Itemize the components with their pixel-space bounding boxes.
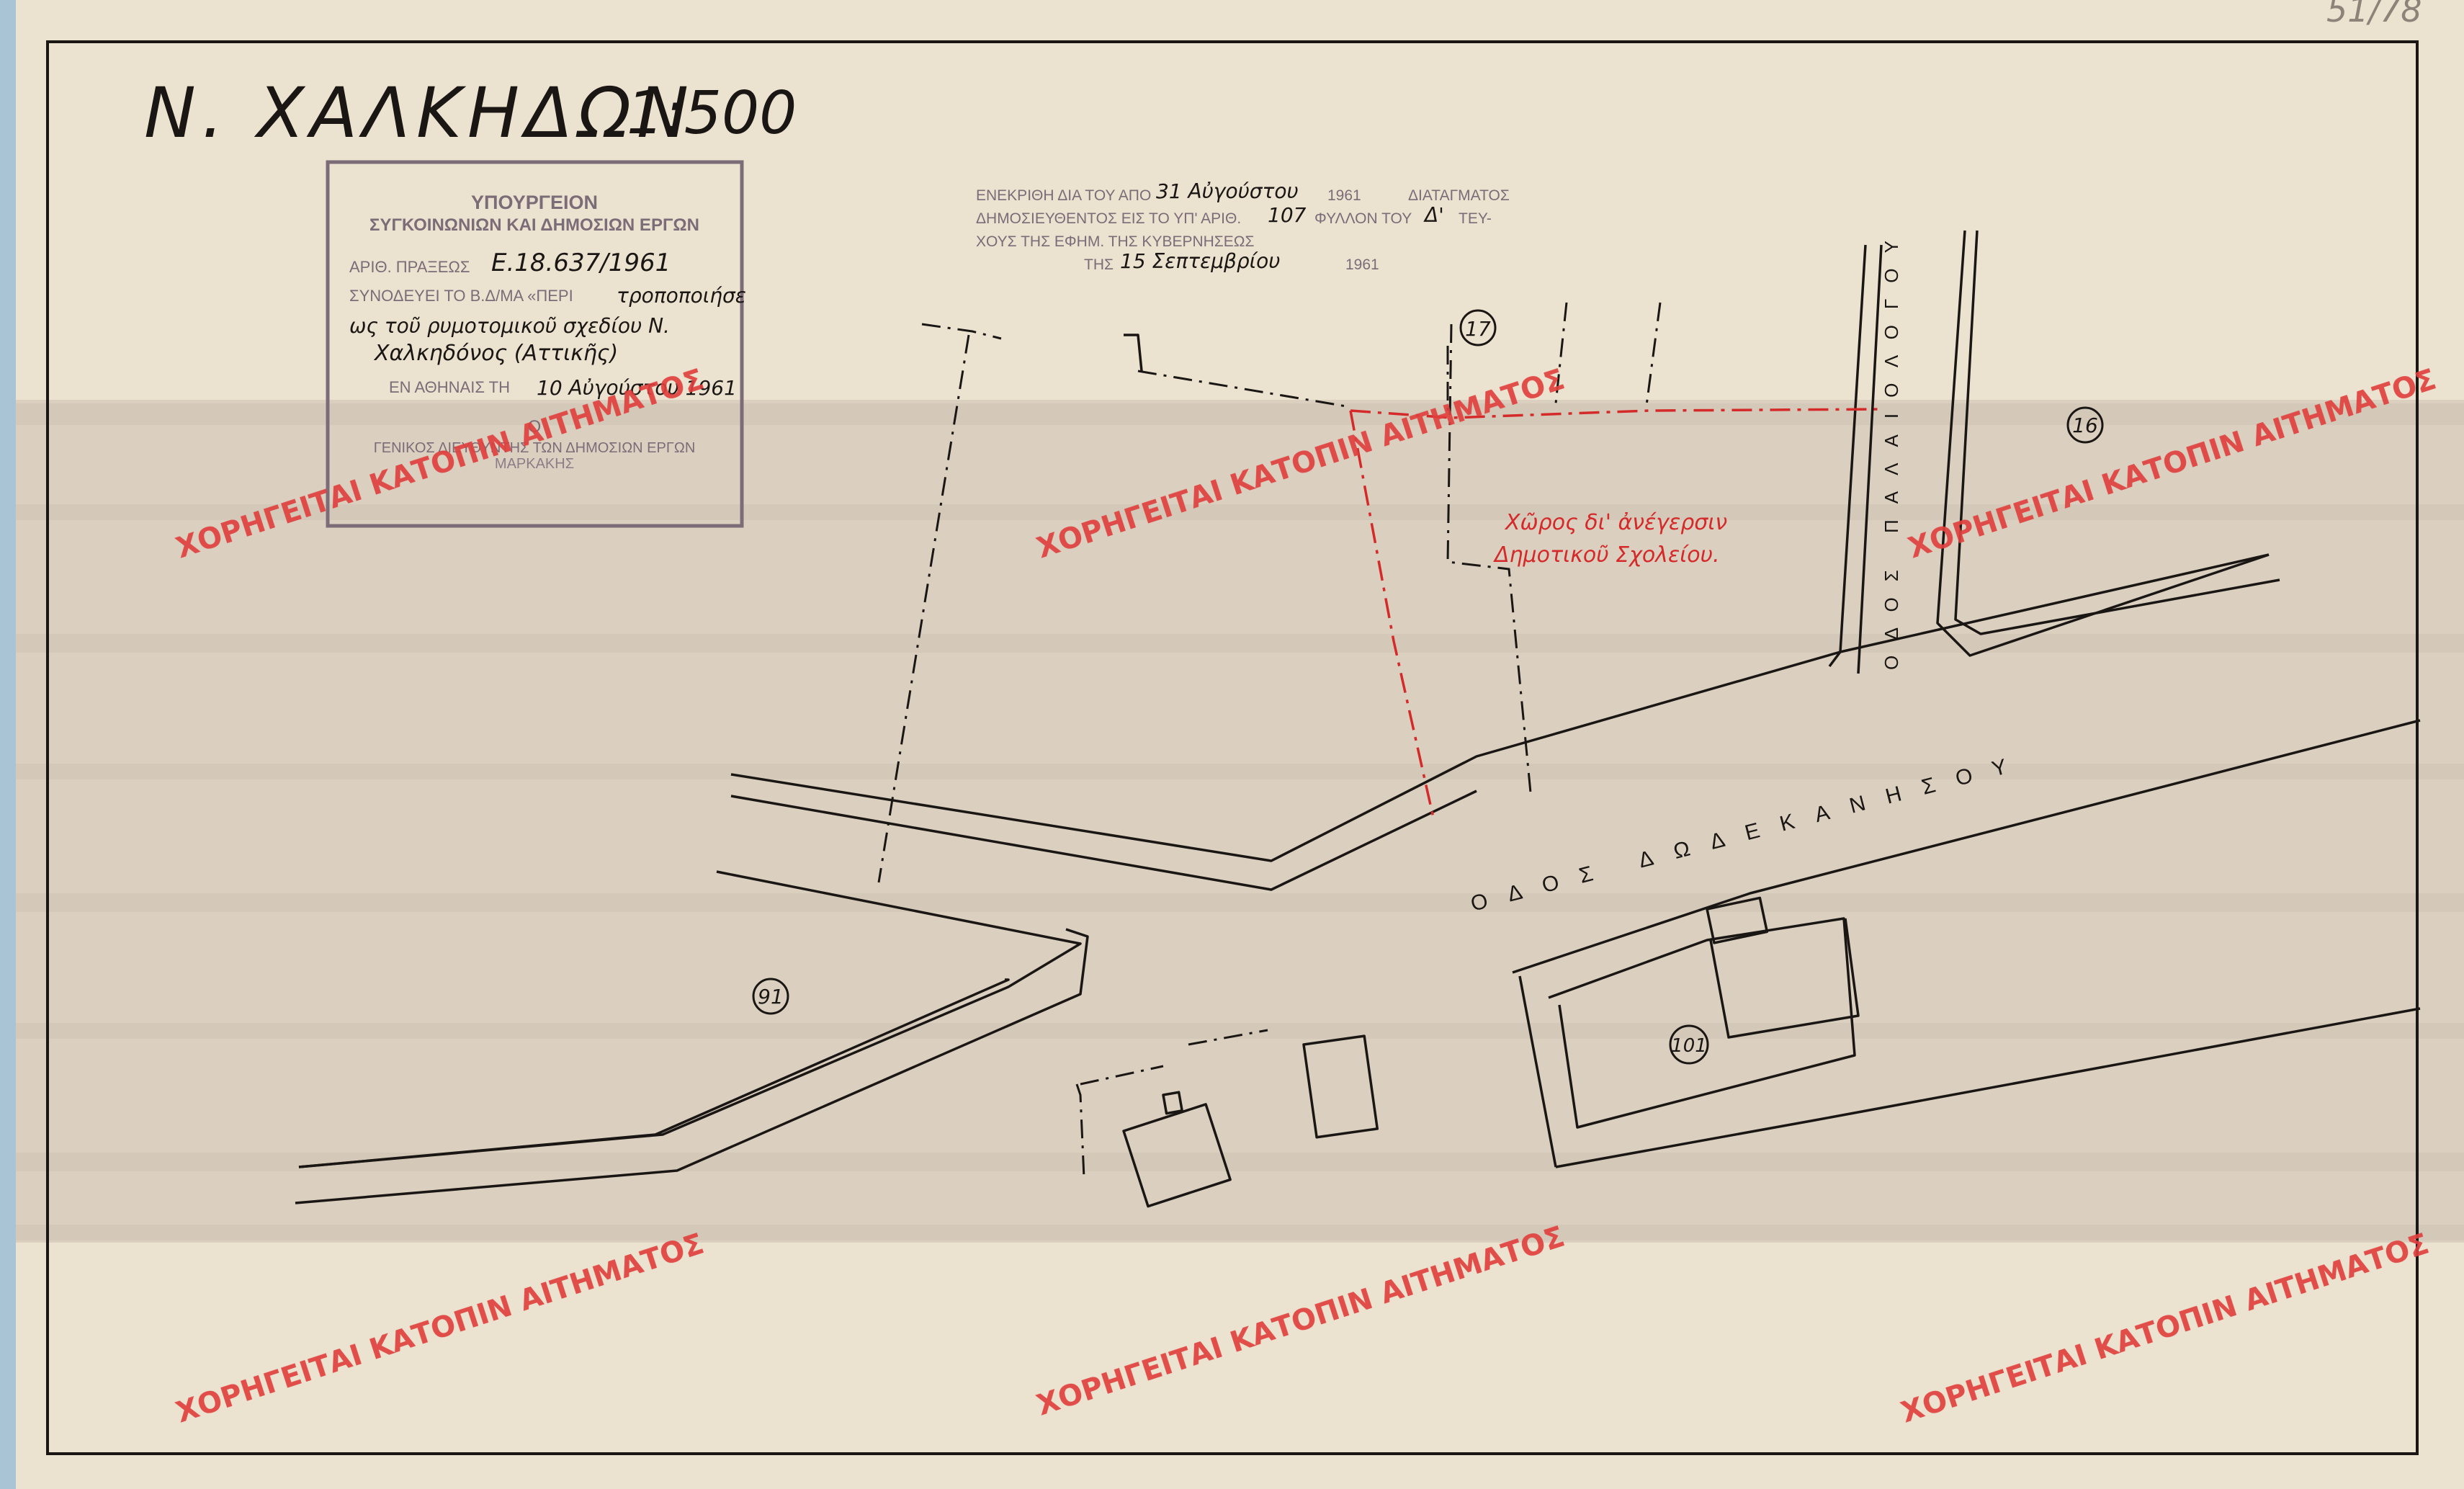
stamp-accompanies-hand: τροποποιήσε <box>617 284 746 308</box>
block101-road <box>1555 1007 2421 1168</box>
approval-line3: ΧΟΥΣ ΤΗΣ ΕΦΗΜ. ΤΗΣ ΚΥΒΕΡΝΗΣΕΩΣ <box>976 233 1254 250</box>
school-annotation-line2: Δημοτικοῦ Σχολείου. <box>1493 542 1720 568</box>
prop-line-g <box>1188 1029 1268 1046</box>
building-block101-b <box>1709 918 1860 1039</box>
road-edge-north-upper <box>730 553 2270 862</box>
approval-line2-c: ΤΕΥ- <box>1459 210 1492 227</box>
stamp-ministry-line2: ΣΥΓΚΟΙΝΩΝΙΩΝ ΚΑΙ ΔΗΜΟΣΙΩΝ ΕΡΓΩΝ <box>369 215 699 235</box>
block-16-circle <box>2066 406 2104 444</box>
stamp-accompanies-label: ΣΥΝΟΔΕΥΕΙ ΤΟ Β.Δ/ΜΑ «ΠΕΡΙ <box>349 287 573 305</box>
stamp-act-label: ΑΡΙΘ. ΠΡΑΞΕΩΣ <box>349 258 470 276</box>
approval-line2-hand2: Δ' <box>1423 203 1444 227</box>
building-mid-stairs <box>1162 1091 1183 1115</box>
shade-stripes <box>0 403 2464 1240</box>
shade-band-top <box>0 400 2464 1243</box>
prop-line-d <box>1554 302 1568 404</box>
approval-line4-a: ΤΗΣ <box>1084 256 1114 273</box>
block-17-label: 17 <box>1465 317 1491 341</box>
approval-line2-a: ΔΗΜΟΣΙΕΥΘΕΝΤΟΣ ΕΙΣ ΤΟ ΥΠ' ΑΡΙΘ. <box>976 210 1241 227</box>
block-101-circle <box>1669 1024 1709 1065</box>
property-lines <box>877 302 1662 1179</box>
map-scale: 1:500 <box>627 79 797 148</box>
stamp-date-hand: 10 Αὐγούστου 1961 <box>537 376 737 400</box>
map-title: Ν. ΧΑΛΚΗΔΩΝ <box>144 73 694 153</box>
prop-line-f <box>1075 1083 1085 1179</box>
left-edge-strip <box>0 0 16 1489</box>
stamp-act-number: Ε.18.637/1961 <box>491 249 671 277</box>
block-91-label: 91 <box>758 985 784 1009</box>
block101-outline <box>1548 917 1856 1129</box>
prop-line-h <box>1080 1065 1164 1086</box>
red-line-west <box>1349 410 1435 818</box>
approval-line2-b: ΦΥΛΛΟΝ ΤΟΥ <box>1314 210 1412 227</box>
map-frame <box>46 40 2419 1455</box>
road-edge-north-lower <box>730 790 1477 891</box>
block91-inner <box>295 928 1089 1204</box>
building-top-small <box>1124 334 1143 372</box>
street-name-palaiologou: ΟΔΟΣ ΠΑΛΑΙΟΛΟΓΟΥ <box>1881 225 1902 670</box>
stamp-ministry-line1: ΥΠΟΥΡΓΕΙΟΝ <box>471 192 598 213</box>
approval-line1-year: 1961 <box>1327 187 1361 204</box>
block-16-label: 16 <box>2072 413 2098 437</box>
approval-line1-b: ΔΙΑΤΑΓΜΑΤΟΣ <box>1408 187 1510 204</box>
stamp-subject-line2: Χαλκηδόνος (Αττικῆς) <box>373 341 618 366</box>
road-south-right-lower <box>1518 975 1557 1168</box>
prop-line-c <box>1446 323 1532 793</box>
corner-note: 51/78 <box>2326 0 2422 30</box>
stamp-director: ΓΕΝΙΚΟΣ ΔΙΕΥΘΥΝΤΗΣ ΤΩΝ ΔΗΜΟΣΙΩΝ ΕΡΓΩΝ <box>374 440 696 456</box>
red-line-top <box>1350 408 1884 419</box>
stamp-border <box>326 160 744 528</box>
approval-line1-hand: 31 Αὐγούστου <box>1156 179 1299 203</box>
block-labels: 17 16 91 101 <box>752 309 2104 1065</box>
approval-stamp: ΕΝΕΚΡΙΘΗ ΔΙΑ ΤΟΥ ΑΠΟ 31 Αὐγούστου 1961 Δ… <box>976 179 1510 273</box>
building-block101-a <box>1706 896 1769 944</box>
street-lines <box>295 230 2421 1208</box>
palaiologou-east-inner <box>1954 230 2280 635</box>
block-17-circle <box>1459 309 1497 346</box>
prop-line-top <box>921 323 1002 340</box>
approval-line2-hand: 107 <box>1268 203 1307 227</box>
block17-east-corner <box>1828 650 1842 668</box>
stamp-subject-line1: ως τοῦ ρυμοτομικοῦ σχεδίου Ν. <box>349 314 670 338</box>
stamp-signature: ΜΑΡΚΑΚΗΣ <box>495 456 574 472</box>
block91-outline <box>298 978 1010 1168</box>
school-annotation-line1: Χῶρος δι' ἀνέγερσιν <box>1504 510 1727 535</box>
building-mid-a <box>1302 1034 1379 1139</box>
building-mid-b <box>1122 1103 1232 1208</box>
block-91-circle <box>752 978 789 1015</box>
prop-line-e <box>1644 302 1662 411</box>
approval-line1-a: ΕΝΕΚΡΙΘΗ ΔΙΑ ΤΟΥ ΑΠΟ <box>976 187 1151 204</box>
stamp-place-label: ΕΝ ΑΘΗΝΑΙΣ ΤΗ <box>389 378 510 396</box>
stamp-article: Ο <box>528 417 542 437</box>
block-101-label: 101 <box>1671 1035 1707 1057</box>
approval-line4-year: 1961 <box>1345 256 1379 273</box>
approval-line4-hand: 15 Σεπτεμβρίου <box>1120 249 1280 273</box>
palaiologou-west-edge-inner <box>1857 244 1883 674</box>
regulation-lines <box>1349 408 1884 818</box>
ministry-stamp: ΥΠΟΥΡΓΕΙΟΝ ΣΥΓΚΟΙΝΩΝΙΩΝ ΚΑΙ ΔΗΜΟΣΙΩΝ ΕΡΓ… <box>326 160 746 528</box>
road-south-right-upper <box>1512 719 2421 974</box>
palaiologou-west-edge <box>1839 244 1867 653</box>
palaiologou-east-edge <box>1936 230 2270 657</box>
